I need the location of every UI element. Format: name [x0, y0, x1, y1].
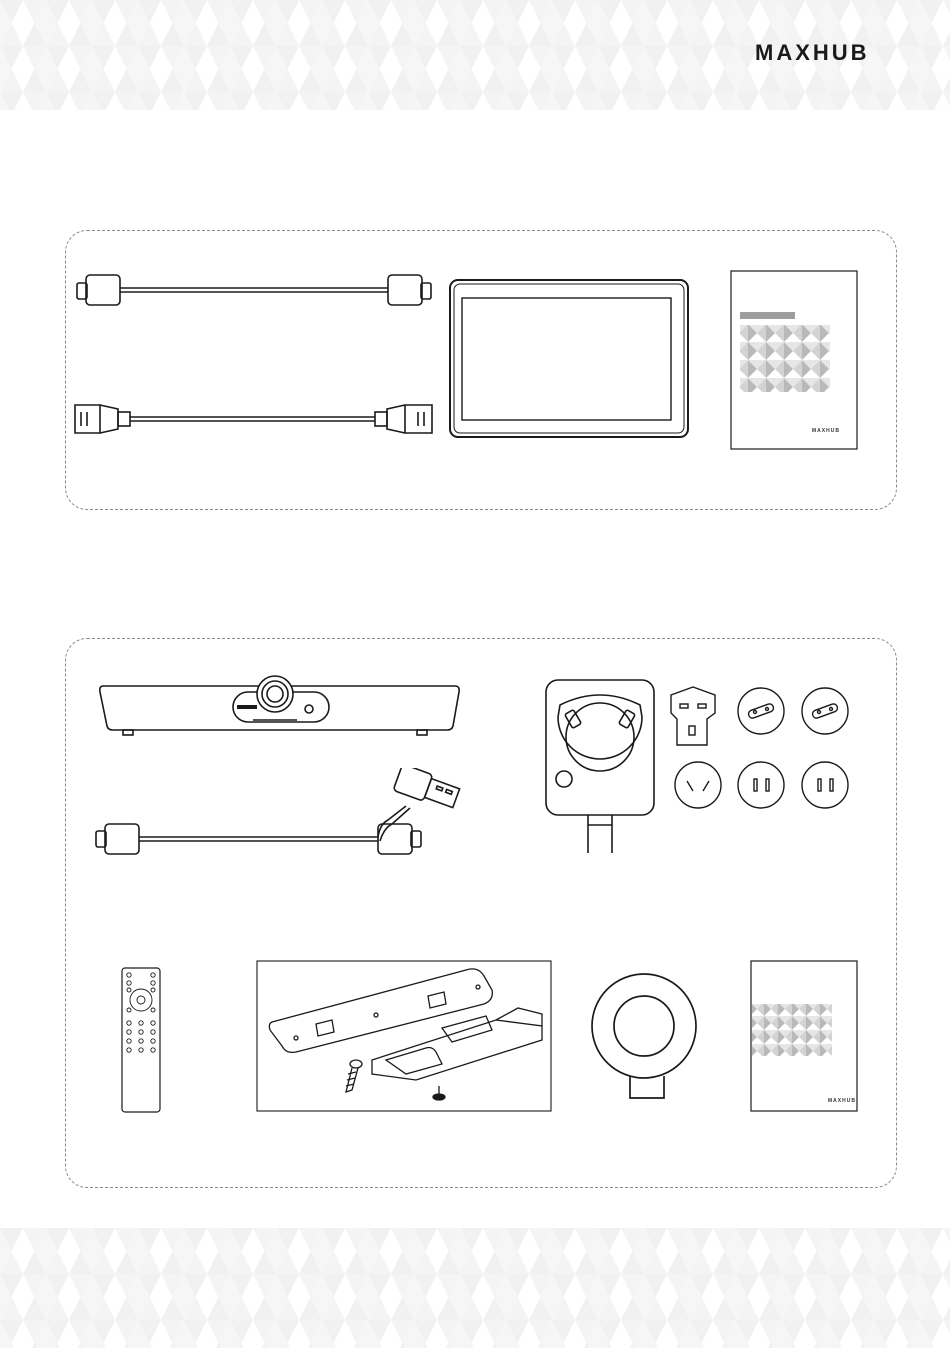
- warranty-card-booklet: MAXHUB: [750, 960, 858, 1112]
- plug-adapter-icon: [665, 685, 865, 815]
- quick-guide-booklet: MAXHUB: [730, 270, 858, 450]
- brand-logo: MAXHUB: [755, 40, 870, 66]
- booklet-icon: [730, 270, 858, 450]
- usb-y-cable-icon: [88, 768, 468, 863]
- hdmi-cable-icon: [70, 398, 445, 443]
- booklet-logo: MAXHUB: [828, 1098, 856, 1104]
- touch-panel-icon: [448, 278, 690, 440]
- video-bar-icon: [95, 672, 465, 740]
- remote-control-icon: [120, 966, 162, 1114]
- usb-c-cable-icon: [70, 268, 445, 313]
- booklet-icon: [750, 960, 858, 1112]
- wall-mount-kit-icon: [256, 960, 552, 1112]
- booklet-logo: MAXHUB: [812, 428, 840, 434]
- power-adapter-icon: [540, 675, 660, 855]
- background-pattern-bottom: [0, 1228, 950, 1348]
- magnetic-ring-icon: [588, 968, 700, 1103]
